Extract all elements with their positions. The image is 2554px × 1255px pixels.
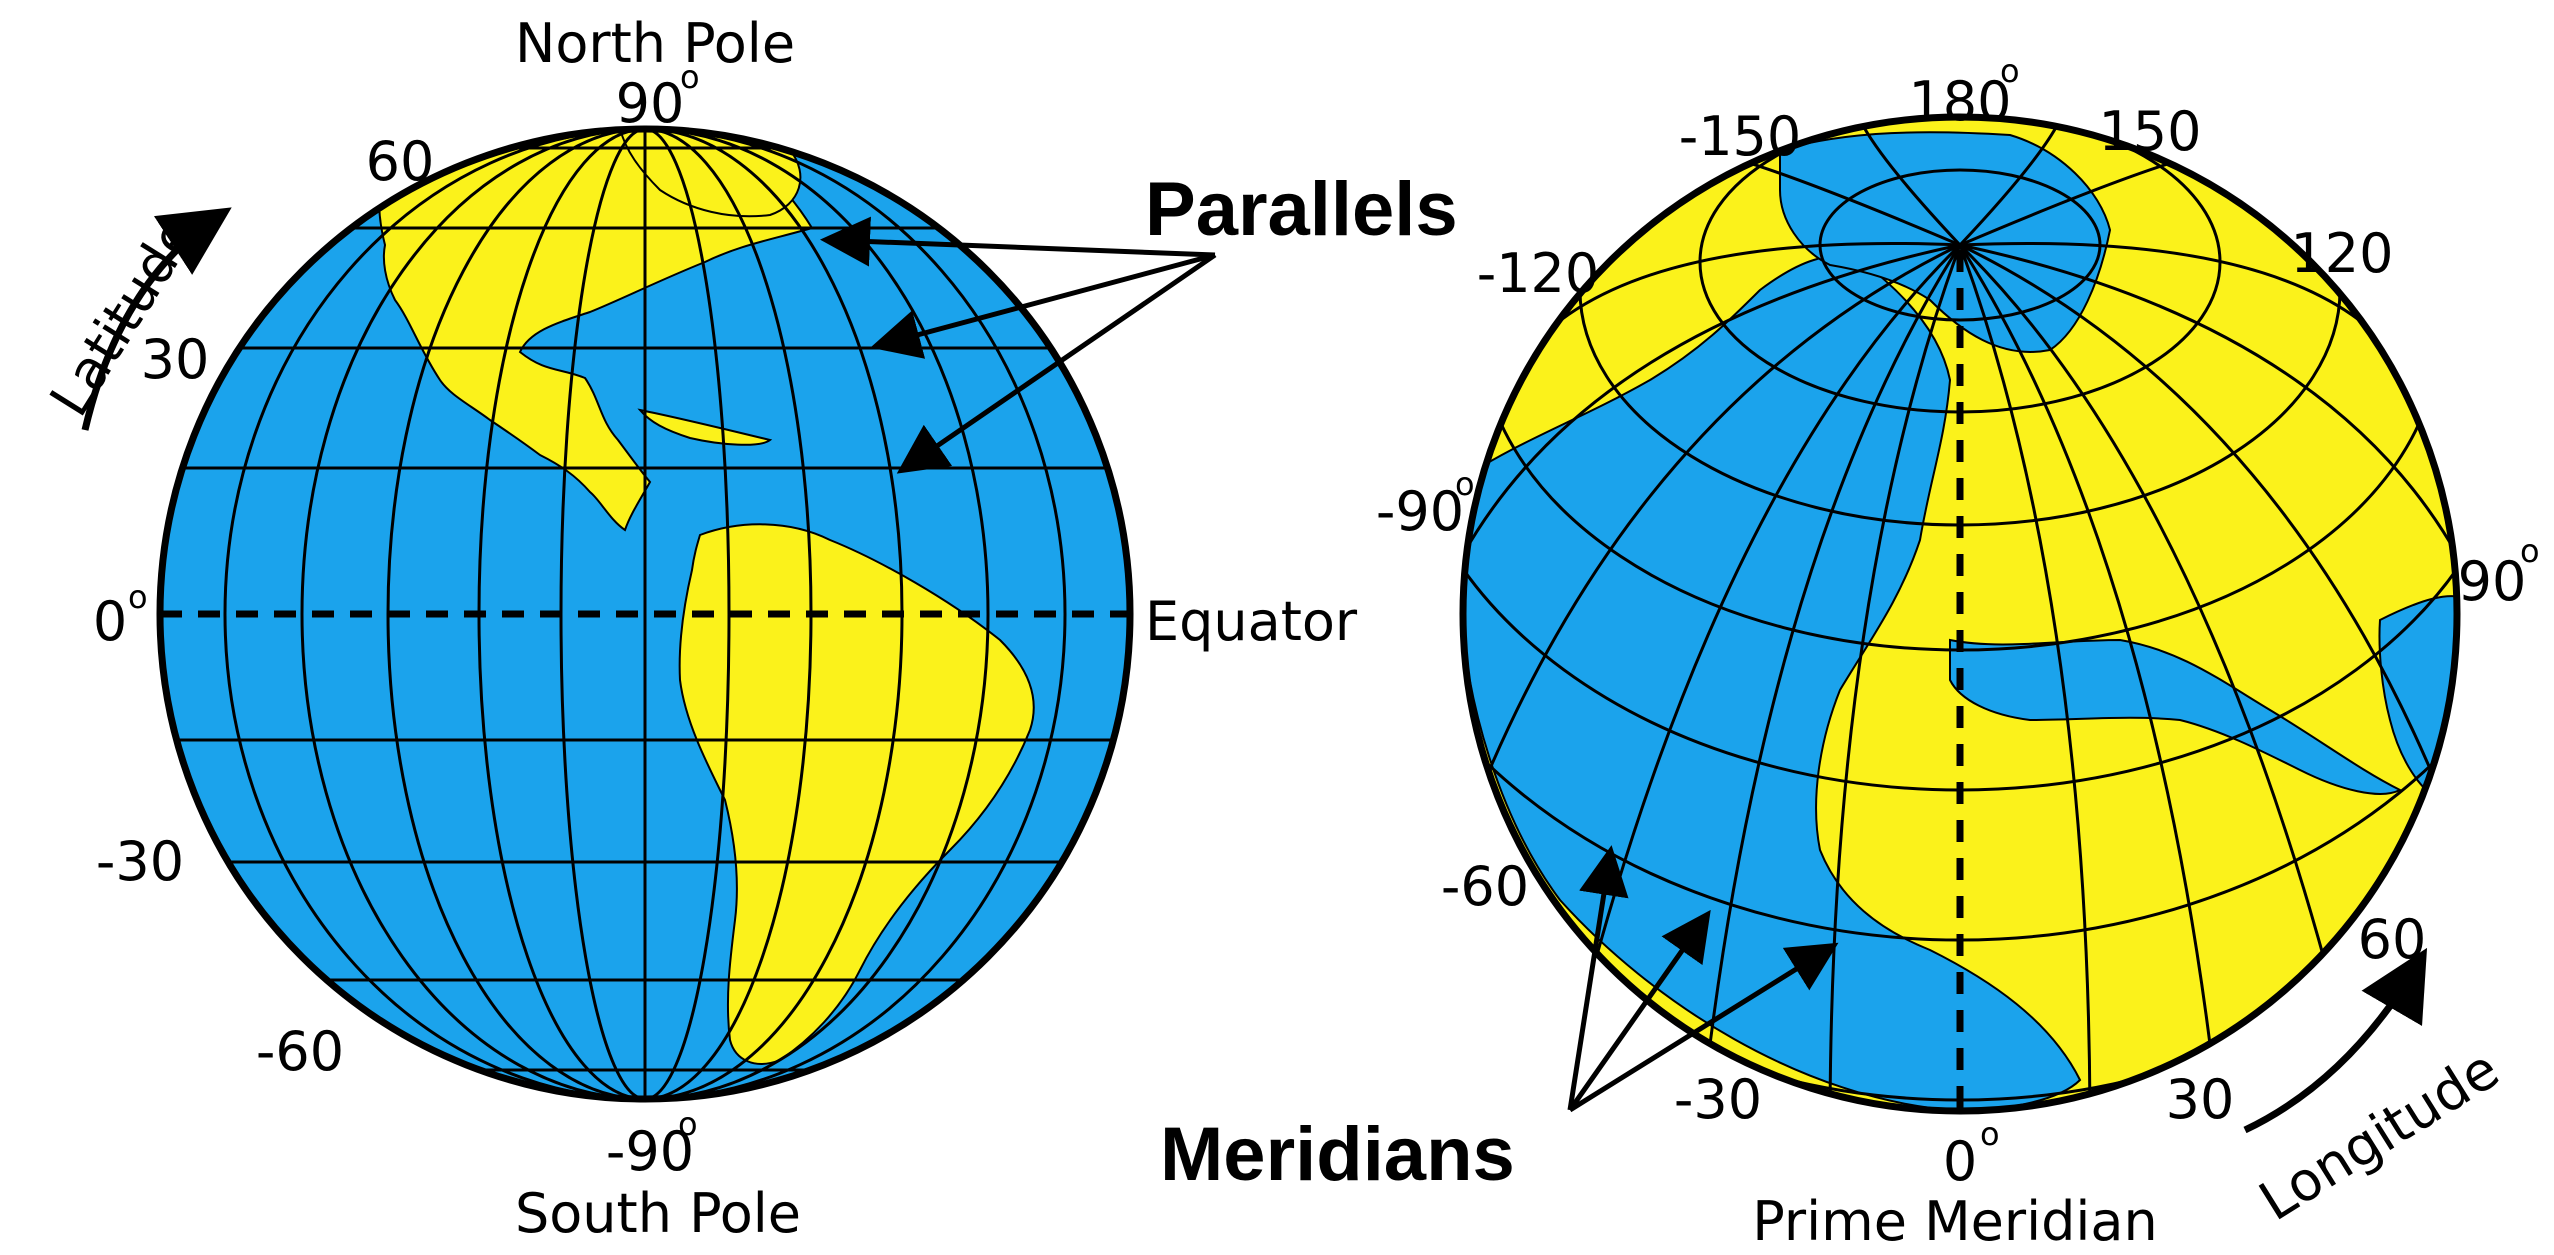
north-pole-label: North Pole [515,12,795,75]
longitude-tick-minus-150: -150 [1679,105,1802,168]
longitude-tick-minus-30: -30 [1674,1068,1762,1131]
latitude-direction-arrow [81,207,232,431]
longitude-90-value: 90 [2458,550,2527,613]
degree-symbol: o [680,58,700,96]
longitude-axis-label: Longitude [2249,1037,2510,1233]
meridian-line [1858,119,1962,247]
longitude-tick-60: 60 [2358,908,2427,971]
north-pole-value: 90 [616,72,685,135]
right-globe [1459,113,2461,1115]
equator-label: Equator [1145,590,1358,653]
longitude-0-value: 0 [1943,1130,1977,1193]
parallels-arrow [870,252,1216,359]
south-pole-label: South Pole [515,1182,801,1245]
meridian-line [1958,243,2362,1101]
meridians-label: Meridians [1160,1112,1515,1197]
prime-meridian-label: Prime Meridian [1752,1190,2157,1250]
latitude-tick-60: 60 [366,130,435,193]
left-globe [156,125,1134,1103]
longitude-180-value: 180 [1908,70,2011,133]
latitude-tick-30: 30 [141,328,210,391]
south-pole-value: -90 [606,1120,694,1183]
longitude-tick-minus-60: -60 [1441,855,1529,918]
longitude-direction-arrow [2243,947,2428,1134]
latitude-tick-minus-30: -30 [96,830,184,893]
longitude-tick-30: 30 [2166,1068,2235,1131]
latitude-tick-minus-60: -60 [256,1020,344,1083]
meridians-arrow [1567,845,1629,1111]
meridians-arrow [1567,909,1711,1112]
callout-arrows [81,207,2428,1134]
degree-symbol: o [2520,532,2540,570]
meridian-line [1558,243,1962,1101]
equator-value: 0 [93,590,127,653]
right-globe-outline [1459,113,2461,1115]
parallels-arrow [896,252,1217,474]
meridian-line [223,129,1067,1099]
longitude-tick-minus-120: -120 [1477,242,1600,305]
arctic-ocean [1779,131,2112,353]
meridian-line [300,129,990,1099]
longitude-minus-90-value: -90 [1376,480,1464,543]
degree-symbol: o [128,578,148,616]
degree-symbol: o [2000,52,2020,90]
meridians-arrow [1568,942,1839,1113]
meridian-line [1463,243,1961,601]
meridian-line [1959,243,2457,601]
meridian-line [1958,244,2222,1111]
meridian-line [1698,244,1962,1111]
cuba [637,408,773,446]
parallels-label: Parallels [1145,167,1458,252]
longitude-tick-150: 150 [2098,100,2201,163]
meridian-line [1958,244,2092,1111]
left-globe-outline [156,125,1134,1103]
degree-symbol: o [678,1105,698,1143]
parallels-arrow [820,216,1216,267]
latitude-axis-label: Latitude [38,205,209,427]
degree-symbol: o [1455,465,1475,503]
longitude-tick-120: 120 [2290,222,2393,285]
degree-symbol: o [1980,1115,2000,1153]
meridian-line [1958,119,2062,247]
